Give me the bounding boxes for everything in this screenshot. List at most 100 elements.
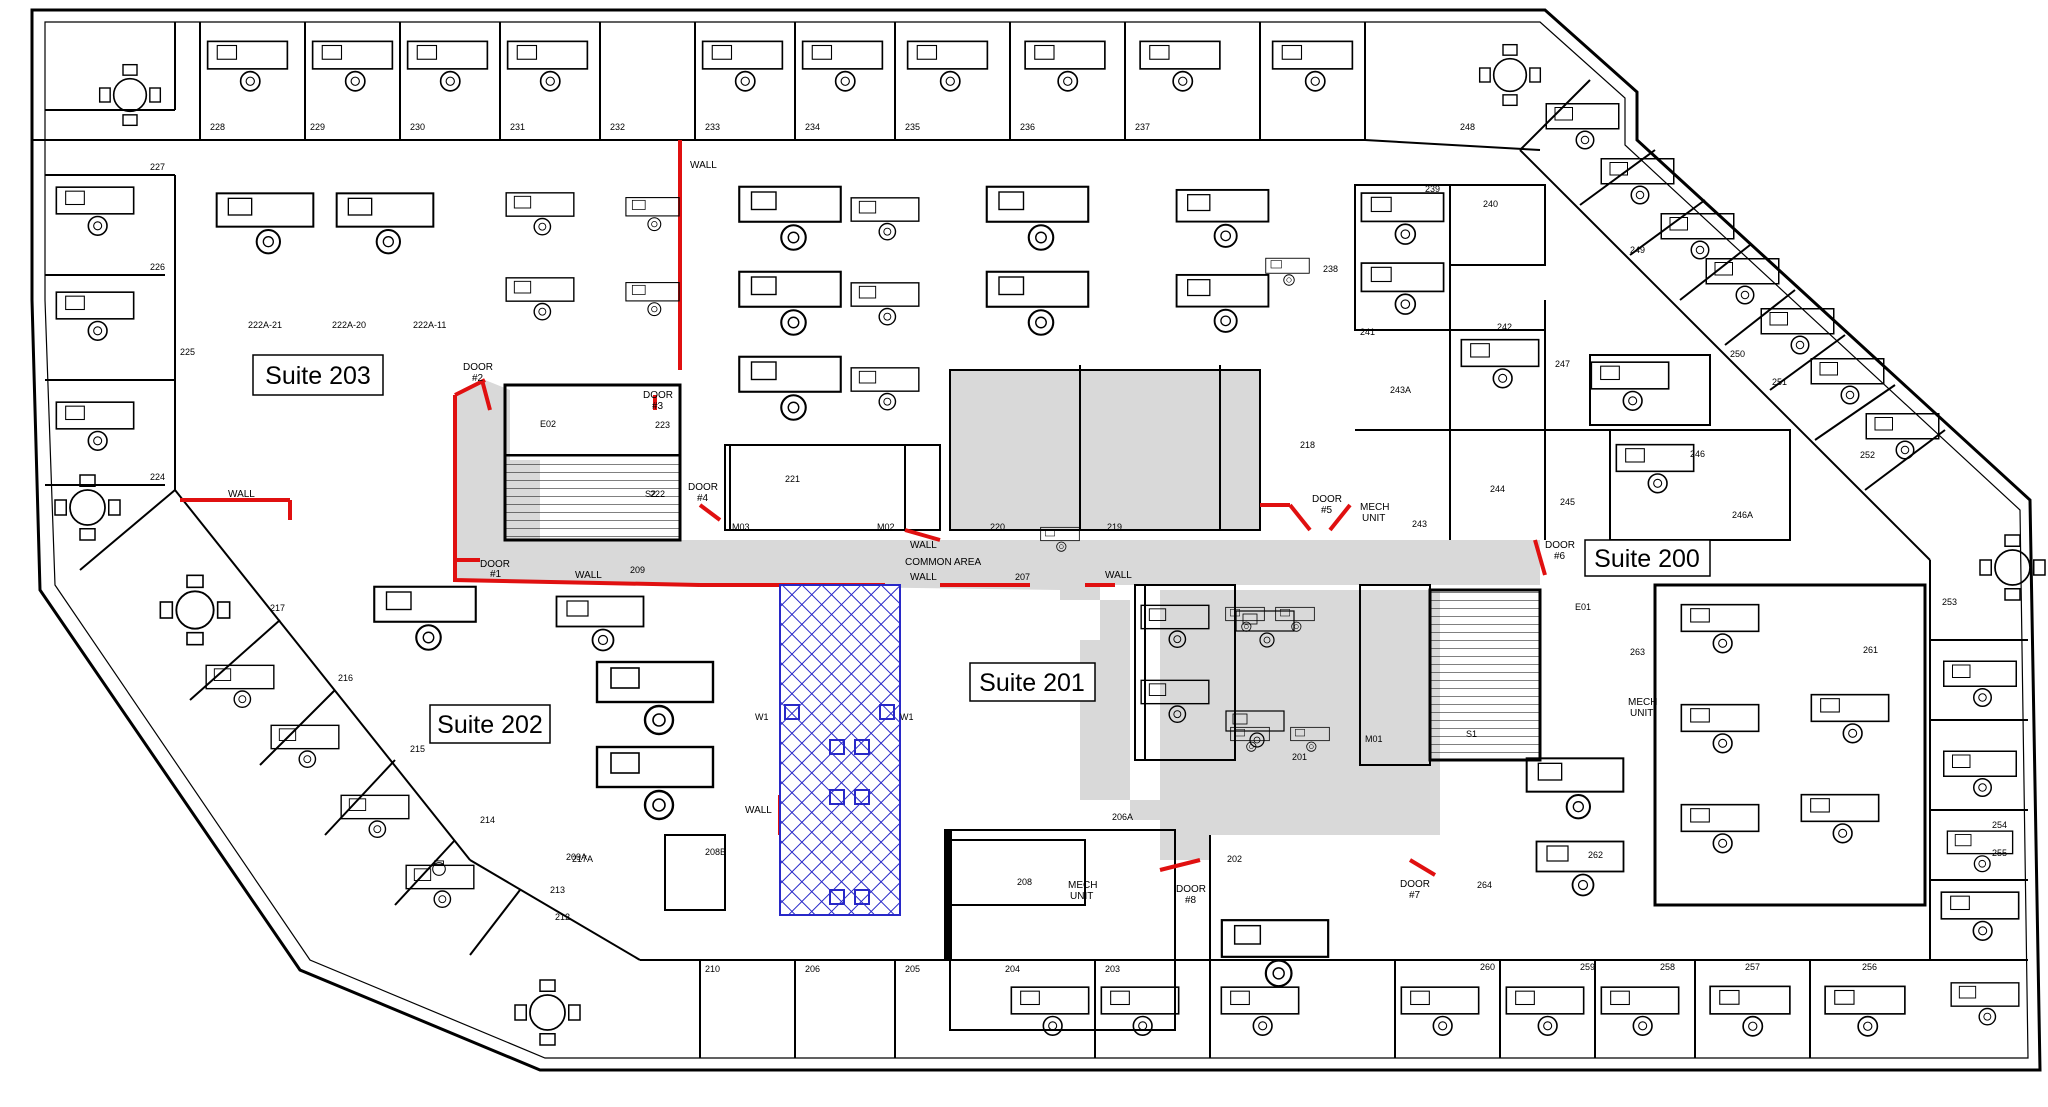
room-250: 250 xyxy=(1730,349,1745,359)
room-e02: E02 xyxy=(540,419,556,429)
room-206: 206 xyxy=(805,964,820,974)
room-218: 218 xyxy=(1300,440,1315,450)
unit-label-2: UNIT xyxy=(1070,891,1093,902)
room-257: 257 xyxy=(1745,962,1760,972)
room-213: 213 xyxy=(550,885,565,895)
room-244: 244 xyxy=(1490,484,1505,494)
door-2-label: DOOR xyxy=(463,362,493,373)
mech-label-1: MECH xyxy=(1360,502,1389,513)
door-4-number: #4 xyxy=(697,493,709,504)
room-245: 245 xyxy=(1560,497,1575,507)
room-m02: M02 xyxy=(877,522,895,532)
unit-label-3: UNIT xyxy=(1630,708,1653,719)
room-223: 223 xyxy=(655,420,670,430)
room-262: 262 xyxy=(1588,850,1603,860)
suite-201-label: Suite 201 xyxy=(979,669,1085,697)
room-222a21: 222A-21 xyxy=(248,320,282,330)
room-254: 254 xyxy=(1992,820,2007,830)
room-235: 235 xyxy=(905,122,920,132)
room-243a: 243A xyxy=(1390,385,1411,395)
room-225: 225 xyxy=(180,347,195,357)
room-263: 263 xyxy=(1630,647,1645,657)
room-261: 261 xyxy=(1863,645,1878,655)
door-1-number: #1 xyxy=(490,569,502,580)
room-230: 230 xyxy=(410,122,425,132)
w1-label-left: W1 xyxy=(755,712,769,722)
room-231: 231 xyxy=(510,122,525,132)
room-233: 233 xyxy=(705,122,720,132)
room-241: 241 xyxy=(1360,327,1375,337)
room-210: 210 xyxy=(705,964,720,974)
door-5-number: #5 xyxy=(1321,505,1333,516)
hatched-area xyxy=(779,584,901,916)
room-252: 252 xyxy=(1860,450,1875,460)
room-264: 264 xyxy=(1477,880,1492,890)
room-251: 251 xyxy=(1772,377,1787,387)
room-203: 203 xyxy=(1105,964,1120,974)
door-labels: DOOR #1 DOOR #2 DOOR #3 DOOR #4 DOOR #5 … xyxy=(463,362,1575,906)
suite-labels: Suite 203 Suite 202 Suite 201 Suite 200 xyxy=(252,354,1711,744)
room-226: 226 xyxy=(150,262,165,272)
room-248: 248 xyxy=(1460,122,1475,132)
room-249: 249 xyxy=(1630,245,1645,255)
room-222a20: 222A-20 xyxy=(332,320,366,330)
bottom-offices xyxy=(640,835,1930,1058)
room-201: 201 xyxy=(1292,752,1307,762)
door-3-number: #3 xyxy=(652,401,664,412)
room-232: 232 xyxy=(610,122,625,132)
room-222a11: 222A-11 xyxy=(413,320,446,330)
room-215: 215 xyxy=(410,744,425,754)
room-219: 219 xyxy=(1107,522,1122,532)
room-259: 259 xyxy=(1580,962,1595,972)
room-208b: 208B xyxy=(705,847,726,857)
wall-label-7: WALL xyxy=(745,805,772,816)
room-217a: 217A xyxy=(572,854,593,864)
room-214: 214 xyxy=(480,815,495,825)
unit-label-1: UNIT xyxy=(1362,513,1385,524)
door-4-label: DOOR xyxy=(688,482,718,493)
room-202: 202 xyxy=(1227,854,1242,864)
room-253: 253 xyxy=(1942,597,1957,607)
room-227: 227 xyxy=(150,162,165,172)
room-258: 258 xyxy=(1660,962,1675,972)
w1-label-right: W1 xyxy=(900,712,914,722)
room-s1: S1 xyxy=(1466,729,1477,739)
room-209a: 209A xyxy=(566,852,587,862)
room-209: 209 xyxy=(630,565,645,575)
room-255: 255 xyxy=(1992,848,2007,858)
room-221: 221 xyxy=(785,474,800,484)
door-8-label: DOOR xyxy=(1176,884,1206,895)
room-246: 246 xyxy=(1690,449,1705,459)
room-239: 239 xyxy=(1425,184,1440,194)
room-242: 242 xyxy=(1497,322,1512,332)
room-217: 217 xyxy=(270,603,285,613)
room-222: 222 xyxy=(650,489,665,499)
room-labels: 228 229 230 231 232 233 234 235 236 237 … xyxy=(150,122,2007,974)
room-234: 234 xyxy=(805,122,820,132)
wall-label-6: WALL xyxy=(1105,570,1132,581)
suite-203-label: Suite 203 xyxy=(265,362,371,390)
room-229: 229 xyxy=(310,122,325,132)
room-260: 260 xyxy=(1480,962,1495,972)
room-224: 224 xyxy=(150,472,165,482)
room-s2: S2 xyxy=(645,489,656,499)
room-220: 220 xyxy=(990,522,1005,532)
room-246a: 246A xyxy=(1732,510,1753,520)
door-2-number: #2 xyxy=(472,373,484,384)
area-labels: WALL WALL WALL WALL WALL WALL WALL COMMO… xyxy=(228,160,1657,902)
room-243: 243 xyxy=(1412,519,1427,529)
mech-label-3: MECH xyxy=(1628,697,1657,708)
room-247: 247 xyxy=(1555,359,1570,369)
room-m01: M01 xyxy=(1365,734,1383,744)
wall-label-4: WALL xyxy=(910,540,937,551)
left-diagonal-offices xyxy=(79,489,641,961)
door-6-label: DOOR xyxy=(1545,540,1575,551)
interior-partitions xyxy=(503,184,1927,1031)
door-6-number: #6 xyxy=(1554,551,1566,562)
door-1-label: DOOR xyxy=(480,559,510,570)
mech-label-2: MECH xyxy=(1068,880,1097,891)
wall-label-2: WALL xyxy=(690,160,717,171)
room-238: 238 xyxy=(1323,264,1338,274)
door-7-number: #7 xyxy=(1409,890,1421,901)
